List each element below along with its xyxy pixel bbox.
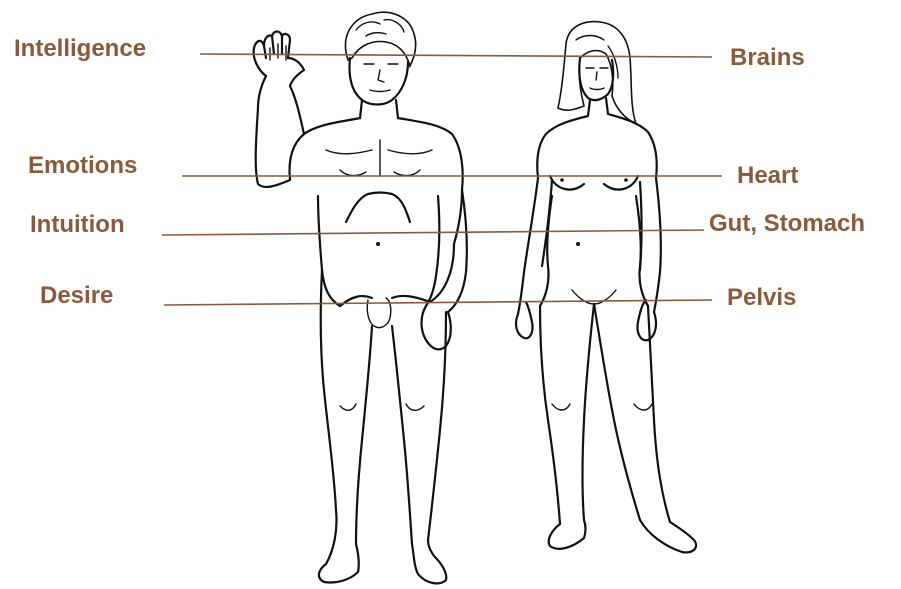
label-heart: Heart: [737, 162, 798, 190]
connector-desire-pelvis: [164, 300, 712, 305]
label-gut-stomach: Gut, Stomach: [709, 210, 865, 238]
label-desire: Desire: [40, 282, 113, 310]
label-pelvis: Pelvis: [727, 284, 796, 312]
female-figure: [516, 22, 696, 553]
label-brains: Brains: [730, 44, 805, 72]
label-emotions: Emotions: [28, 152, 137, 180]
connector-intuition-gut: [162, 230, 704, 235]
male-figure: [254, 12, 467, 583]
connector-lines: [162, 54, 722, 305]
label-intuition: Intuition: [30, 211, 125, 239]
connector-intelligence-brains: [200, 54, 712, 57]
label-intelligence: Intelligence: [14, 35, 146, 63]
